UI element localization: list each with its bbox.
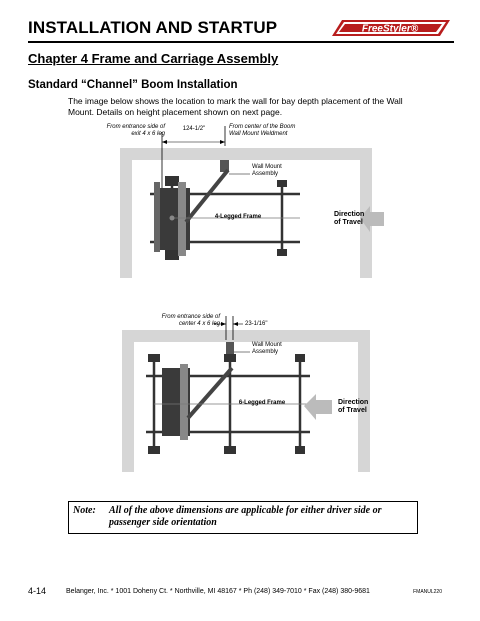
intro-text: The image below shows the location to ma… — [68, 96, 403, 117]
arrowhead-right — [233, 322, 238, 326]
note-label: Note: — [73, 505, 96, 516]
header-title: INSTALLATION AND STARTUP — [28, 18, 278, 37]
arrowhead-left — [221, 322, 226, 326]
section-title: Standard “Channel” Boom Installation — [28, 79, 238, 91]
wall-mount-label-line2: Assembly — [252, 171, 278, 177]
logo-text: FreeStyler® — [362, 24, 419, 35]
frame-label: 4-Legged Frame — [215, 214, 262, 220]
direction-arrow — [304, 394, 332, 420]
footer-code: FMANUL220 — [413, 589, 442, 595]
frame-4-legged — [150, 168, 300, 260]
wall-mount-label-line1: Wall Mount — [252, 342, 282, 348]
left-label-line2: exit 4 x 6 leg — [131, 131, 165, 137]
wall-mount-label-line2: Assembly — [252, 349, 278, 355]
direction-label-line2: of Travel — [334, 219, 363, 226]
direction-arrow — [360, 206, 384, 232]
right-label-line2: Wall Mount Weldment — [229, 131, 288, 137]
dimension-value: 124-1/2" — [183, 126, 205, 132]
right-label-line1: From center of the Boom — [229, 124, 295, 130]
note-line1: All of the above dimensions are applicab… — [109, 505, 382, 516]
wall-mount — [220, 160, 229, 172]
page-header: INSTALLATION AND STARTUP FreeStyler® — [28, 16, 454, 42]
arrowhead-left — [162, 140, 167, 144]
frame-6-legged — [146, 354, 310, 454]
freestyler-logo: FreeStyler® — [332, 20, 450, 36]
wall-mount — [226, 342, 234, 356]
left-label-line1: From entrance side of — [107, 124, 167, 130]
frame-label: 6-Legged Frame — [239, 400, 286, 406]
note-line2: passenger side orientation — [109, 517, 217, 528]
arrowhead-right — [220, 140, 225, 144]
dimension-value: 23-1/16" — [245, 321, 267, 327]
left-label-line2: center 4 x 6 leg — [179, 321, 221, 327]
direction-label-line1: Direction — [334, 211, 364, 218]
chapter-title: Chapter 4 Frame and Carriage Assembly — [28, 51, 279, 66]
footer-address: Belanger, Inc. * 1001 Doheny Ct. * North… — [66, 588, 370, 595]
page-number: 4-14 — [28, 586, 47, 596]
six-legged-frame-diagram: From entrance side of center 4 x 6 leg 2… — [122, 314, 370, 472]
direction-label-line2: of Travel — [338, 407, 367, 414]
four-legged-frame-diagram: From entrance side of exit 4 x 6 leg 124… — [107, 124, 384, 278]
note-box: Note: All of the above dimensions are app… — [68, 501, 418, 534]
direction-label-line1: Direction — [338, 399, 368, 406]
header-rule — [28, 41, 454, 43]
left-label-line1: From entrance side of — [162, 314, 222, 320]
wall-mount-label-line1: Wall Mount — [252, 164, 282, 170]
